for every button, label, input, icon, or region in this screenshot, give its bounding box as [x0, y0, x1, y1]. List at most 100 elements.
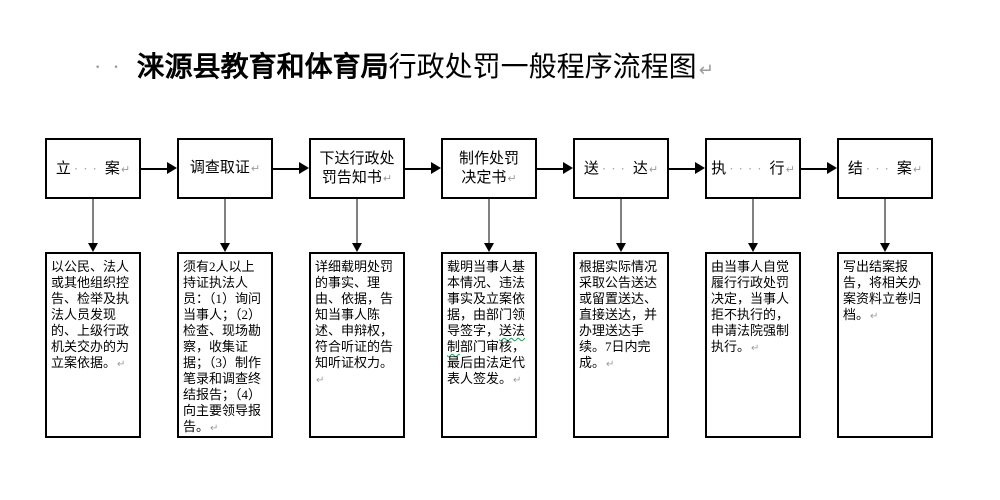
arrow-head — [220, 243, 230, 252]
arrow-head — [616, 243, 626, 252]
flow-step-box-jiean: 结···案↵ — [837, 138, 933, 199]
label-text: 决定书 — [461, 169, 507, 186]
flow-step-box-xiada-gaozhishu: 下达行政处罚告知书↵ — [309, 138, 405, 199]
formatting-space-marks: ·· — [94, 54, 131, 79]
arrow-shaft — [488, 199, 490, 243]
arrow-head — [695, 162, 705, 174]
flow-step-label: 调查取证↵ — [190, 159, 260, 178]
arrow-shaft — [141, 168, 169, 170]
paragraph-return-mark-icon: ↵ — [751, 343, 760, 354]
arrow-right-icon — [537, 162, 573, 175]
paragraph-return-mark-icon: ↵ — [870, 311, 879, 322]
arrow-right-icon — [669, 162, 705, 175]
flow-step-detail-zhizuo-juedingshu: 载明当事人基本情况、违法事实及立案依据，由部门领导签字，送法制部门审核，最后由法… — [441, 252, 537, 438]
label-text: 立 — [55, 160, 71, 177]
arrow-head — [352, 243, 362, 252]
paragraph-return-mark-icon: ↵ — [382, 171, 393, 185]
paragraph-return-mark-icon: ↵ — [120, 162, 131, 176]
arrow-shaft — [752, 199, 754, 243]
arrow-down-icon — [352, 199, 362, 252]
arrow-down-icon — [748, 199, 758, 252]
arrow-head — [167, 162, 177, 174]
flow-step-label: 立···案↵ — [56, 159, 130, 179]
arrow-head — [88, 243, 98, 252]
arrow-shaft — [224, 199, 226, 243]
flow-step-label: 执····行↵ — [711, 159, 795, 179]
paragraph-return-mark-icon: ↵ — [513, 375, 522, 386]
arrow-shaft — [405, 168, 433, 170]
detail-text: 详细载明处罚的事实、理由、依据，告知当事人陈述、申辩权，符合听证的告知听证权力。 — [315, 259, 394, 370]
arrow-down-icon — [616, 199, 626, 252]
paragraph-return-mark-icon: ↵ — [117, 359, 126, 370]
space-marks: ··· — [73, 160, 102, 176]
flow-step-box-zhizuo-juedingshu: 制作处罚决定书↵ — [441, 138, 537, 199]
arrow-shaft — [620, 199, 622, 243]
paragraph-return-mark-icon: ↵ — [507, 171, 517, 185]
label-text: 达 — [632, 160, 648, 177]
arrow-right-icon — [273, 162, 309, 175]
arrow-down-icon — [220, 199, 230, 252]
flow-step-label: 制作处罚 — [459, 150, 519, 169]
arrow-shaft — [884, 199, 886, 243]
arrow-right-icon — [801, 162, 837, 175]
arrow-head — [299, 162, 309, 174]
flow-step-detail-diaocha-quzheng: 须有2人以上持证执法人员：（1）询问当事人；（2）检查、现场勘察，收集证据；（3… — [177, 252, 273, 438]
arrow-head — [880, 243, 890, 252]
flow-step-detail-li-an: 以公民、法人或其他组织控告、检举及执法人员发现的、上级行政机关交办的为立案依据。… — [45, 252, 141, 438]
space-marks: ···· — [729, 160, 767, 176]
flow-step-detail-songda: 根据实际情况采取公告送达或留置送达、直接送达，并办理送达手续。7日内完成。↵ — [573, 252, 669, 438]
flow-step-box-diaocha-quzheng: 调查取证↵ — [177, 138, 273, 199]
label-text: 执 — [711, 160, 727, 177]
flow-step-label: 结···案↵ — [848, 159, 922, 179]
arrow-shaft — [92, 199, 94, 243]
flow-step-detail-xiada-gaozhishu: 详细载明处罚的事实、理由、依据，告知当事人陈述、申辩权，符合听证的告知听证权力。… — [309, 252, 405, 438]
arrow-right-icon — [141, 162, 177, 175]
arrow-down-icon — [88, 199, 98, 252]
detail-text: 须有2人以上持证执法人员：（1）询问当事人；（2）检查、现场勘察，收集证据；（3… — [183, 259, 262, 434]
flow-step-label: 下达行政处 — [319, 150, 394, 169]
paragraph-return-mark-icon: ↵ — [785, 162, 795, 176]
arrow-head — [484, 243, 494, 252]
page-title: ··涞源县教育和体育局行政处罚一般程序流程图↵ — [94, 49, 714, 89]
arrow-head — [827, 162, 837, 174]
arrow-head — [563, 162, 573, 174]
flow-step-label: 决定书↵ — [461, 169, 516, 188]
paragraph-return-mark-icon: ↵ — [316, 375, 325, 386]
detail-text: 载明当事人基本情况、违法事实及立案依据，由部门领导签字， — [447, 259, 526, 338]
paragraph-return-mark-icon: ↵ — [698, 60, 714, 81]
arrow-shaft — [537, 168, 565, 170]
flow-step-label: 罚告知书↵ — [322, 169, 392, 188]
space-marks: ··· — [865, 160, 894, 176]
arrow-shaft — [669, 168, 697, 170]
arrow-shaft — [273, 168, 301, 170]
label-text: 案 — [896, 160, 912, 177]
arrow-shaft — [801, 168, 829, 170]
label-text: 下达行政处 — [319, 150, 395, 167]
label-text: 送 — [583, 160, 599, 177]
flow-step-detail-zhixing: 由当事人自觉履行行政处罚决定，当事人拒不执行的，申请法院强制执行。↵ — [705, 252, 801, 438]
paragraph-return-mark-icon: ↵ — [250, 162, 261, 175]
grammar-check-underlined-text: 送法制 — [447, 323, 526, 354]
title-text-primary: 涞源县教育和体育局 — [136, 52, 389, 83]
detail-text: 以公民、法人或其他组织控告、检举及执法人员发现的、上级行政机关交办的为立案依据。 — [51, 259, 130, 370]
label-text: 调查取证 — [189, 160, 250, 176]
detail-text: 部门审核，最后由法定代表人签发。 — [447, 339, 526, 386]
label-text: 行 — [769, 160, 785, 177]
flow-step-label: 送···达↵ — [584, 159, 658, 179]
arrow-head — [748, 243, 758, 252]
title-text-secondary: 行政处罚一般程序流程图 — [388, 52, 697, 83]
detail-text: 根据实际情况采取公告送达或留置送达、直接送达，并办理送达手续。7日内完成。 — [579, 259, 658, 370]
label-text: 制作处罚 — [458, 150, 519, 167]
space-marks: ··· — [601, 160, 630, 176]
arrow-head — [431, 162, 441, 174]
detail-text: 写出结案报告，将相关办案资料立卷归档。 — [843, 259, 922, 322]
paragraph-return-mark-icon: ↵ — [210, 423, 219, 434]
paragraph-return-mark-icon: ↵ — [606, 359, 615, 370]
paragraph-return-mark-icon: ↵ — [648, 162, 659, 176]
label-text: 结 — [847, 160, 863, 177]
label-text: 罚告知书 — [321, 169, 382, 186]
label-text: 案 — [104, 160, 120, 177]
flow-step-detail-jiean: 写出结案报告，将相关办案资料立卷归档。↵ — [837, 252, 933, 438]
flow-step-box-zhixing: 执····行↵ — [705, 138, 801, 199]
